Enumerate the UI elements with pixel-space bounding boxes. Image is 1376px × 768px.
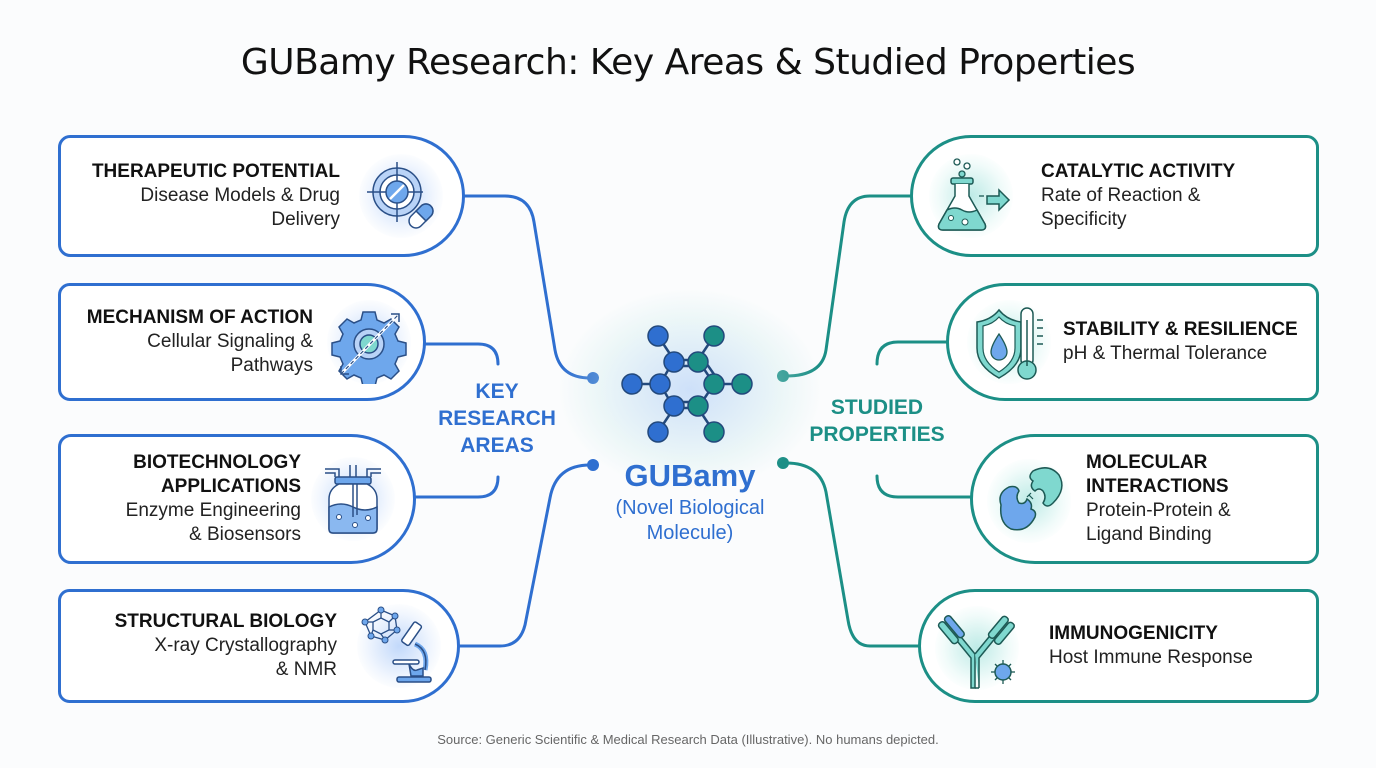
center-molecule-description: (Novel Biological Molecule) xyxy=(560,496,820,546)
card-subtitle: Protein-Protein & xyxy=(1086,500,1231,521)
group-label-line: KEY xyxy=(475,380,519,403)
center-molecule-name: GUBamy xyxy=(624,458,756,493)
connector-biotech xyxy=(412,475,500,499)
card-subtitle: Pathways xyxy=(230,355,313,376)
card-heading: STABILITY & RESILIENCE xyxy=(1063,319,1298,340)
card-subtitle: & NMR xyxy=(275,659,337,680)
connector-dot-left-top xyxy=(587,372,599,384)
connector-stability xyxy=(875,340,951,366)
card-heading: APPLICATIONS xyxy=(160,476,301,497)
card-structural-biology: STRUCTURAL BIOLOGY X-ray Crystallography… xyxy=(58,589,460,703)
card-subtitle: X-ray Crystallography xyxy=(154,635,337,656)
group-label-line: PROPERTIES xyxy=(809,423,945,446)
connector-structural xyxy=(455,463,592,648)
center-description-line: (Novel Biological xyxy=(615,497,765,519)
card-therapeutic-potential: THERAPEUTIC POTENTIAL Disease Models & D… xyxy=(58,135,465,257)
connector-therapeutic xyxy=(461,194,592,380)
card-mechanism-of-action: MECHANISM OF ACTION Cellular Signaling &… xyxy=(58,283,426,401)
gear-signal-icon xyxy=(327,300,411,387)
card-heading: BIOTECHNOLOGY xyxy=(133,452,301,473)
card-subtitle: Specificity xyxy=(1041,209,1127,230)
shield-thermometer-icon xyxy=(967,300,1051,384)
bioreactor-jar-icon xyxy=(311,457,395,541)
card-molecular-interactions: MOLECULAR INTERACTIONS Protein-Protein &… xyxy=(970,434,1319,564)
group-label-line: STUDIED xyxy=(830,396,924,419)
card-subtitle: Enzyme Engineering xyxy=(125,500,301,521)
connector-dot-right-top xyxy=(777,370,789,382)
card-subtitle: Host Immune Response xyxy=(1049,647,1253,668)
card-subtitle: Disease Models & Drug xyxy=(140,185,340,206)
flask-arrow-icon xyxy=(929,154,1013,238)
card-heading: IMMUNOGENICITY xyxy=(1049,623,1218,644)
card-heading: MECHANISM OF ACTION xyxy=(86,307,313,328)
card-stability-resilience: STABILITY & RESILIENCE pH & Thermal Tole… xyxy=(946,283,1319,401)
card-subtitle: Ligand Binding xyxy=(1086,524,1212,545)
card-heading: THERAPEUTIC POTENTIAL xyxy=(91,161,340,182)
card-catalytic-activity: CATALYTIC ACTIVITY Rate of Reaction & Sp… xyxy=(910,135,1319,257)
card-heading: STRUCTURAL BIOLOGY xyxy=(114,611,337,632)
card-heading: MOLECULAR xyxy=(1086,452,1208,473)
connector-dot-left-bottom xyxy=(587,459,599,471)
card-heading: INTERACTIONS xyxy=(1086,476,1229,497)
diagram-title: GUBamy Research: Key Areas & Studied Pro… xyxy=(240,42,1136,83)
connector-immunogenicity xyxy=(784,461,922,648)
source-footnote: Source: Generic Scientific & Medical Res… xyxy=(437,732,939,747)
center-description-line: Molecule) xyxy=(646,522,734,544)
antibody-virus-icon xyxy=(935,606,1019,690)
group-label-line: RESEARCH xyxy=(438,407,556,430)
connector-molecular xyxy=(875,474,974,499)
group-label-line: AREAS xyxy=(460,434,534,457)
molecule-hexagon-icon xyxy=(621,325,753,443)
connector-mechanism xyxy=(423,342,500,366)
card-subtitle: Rate of Reaction & xyxy=(1041,185,1201,206)
key-research-areas-label: KEY RESEARCH AREAS xyxy=(424,378,570,459)
card-subtitle: & Biosensors xyxy=(189,524,301,545)
card-subtitle: pH & Thermal Tolerance xyxy=(1063,343,1268,364)
card-biotechnology-applications: BIOTECHNOLOGY APPLICATIONS Enzyme Engine… xyxy=(58,434,416,564)
target-pill-icon xyxy=(359,154,443,238)
card-heading: CATALYTIC ACTIVITY xyxy=(1041,161,1236,182)
protein-binding-icon xyxy=(987,459,1071,543)
studied-properties-label: STUDIED PROPERTIES xyxy=(800,394,954,448)
connector-catalytic xyxy=(784,194,915,378)
card-immunogenicity: IMMUNOGENICITY Host Immune Response xyxy=(918,589,1319,703)
card-subtitle: Cellular Signaling & xyxy=(147,331,313,352)
card-subtitle: Delivery xyxy=(271,209,340,230)
connector-dot-right-bottom xyxy=(777,457,789,469)
crystal-microscope-icon xyxy=(357,604,441,688)
center-glow xyxy=(560,290,820,490)
